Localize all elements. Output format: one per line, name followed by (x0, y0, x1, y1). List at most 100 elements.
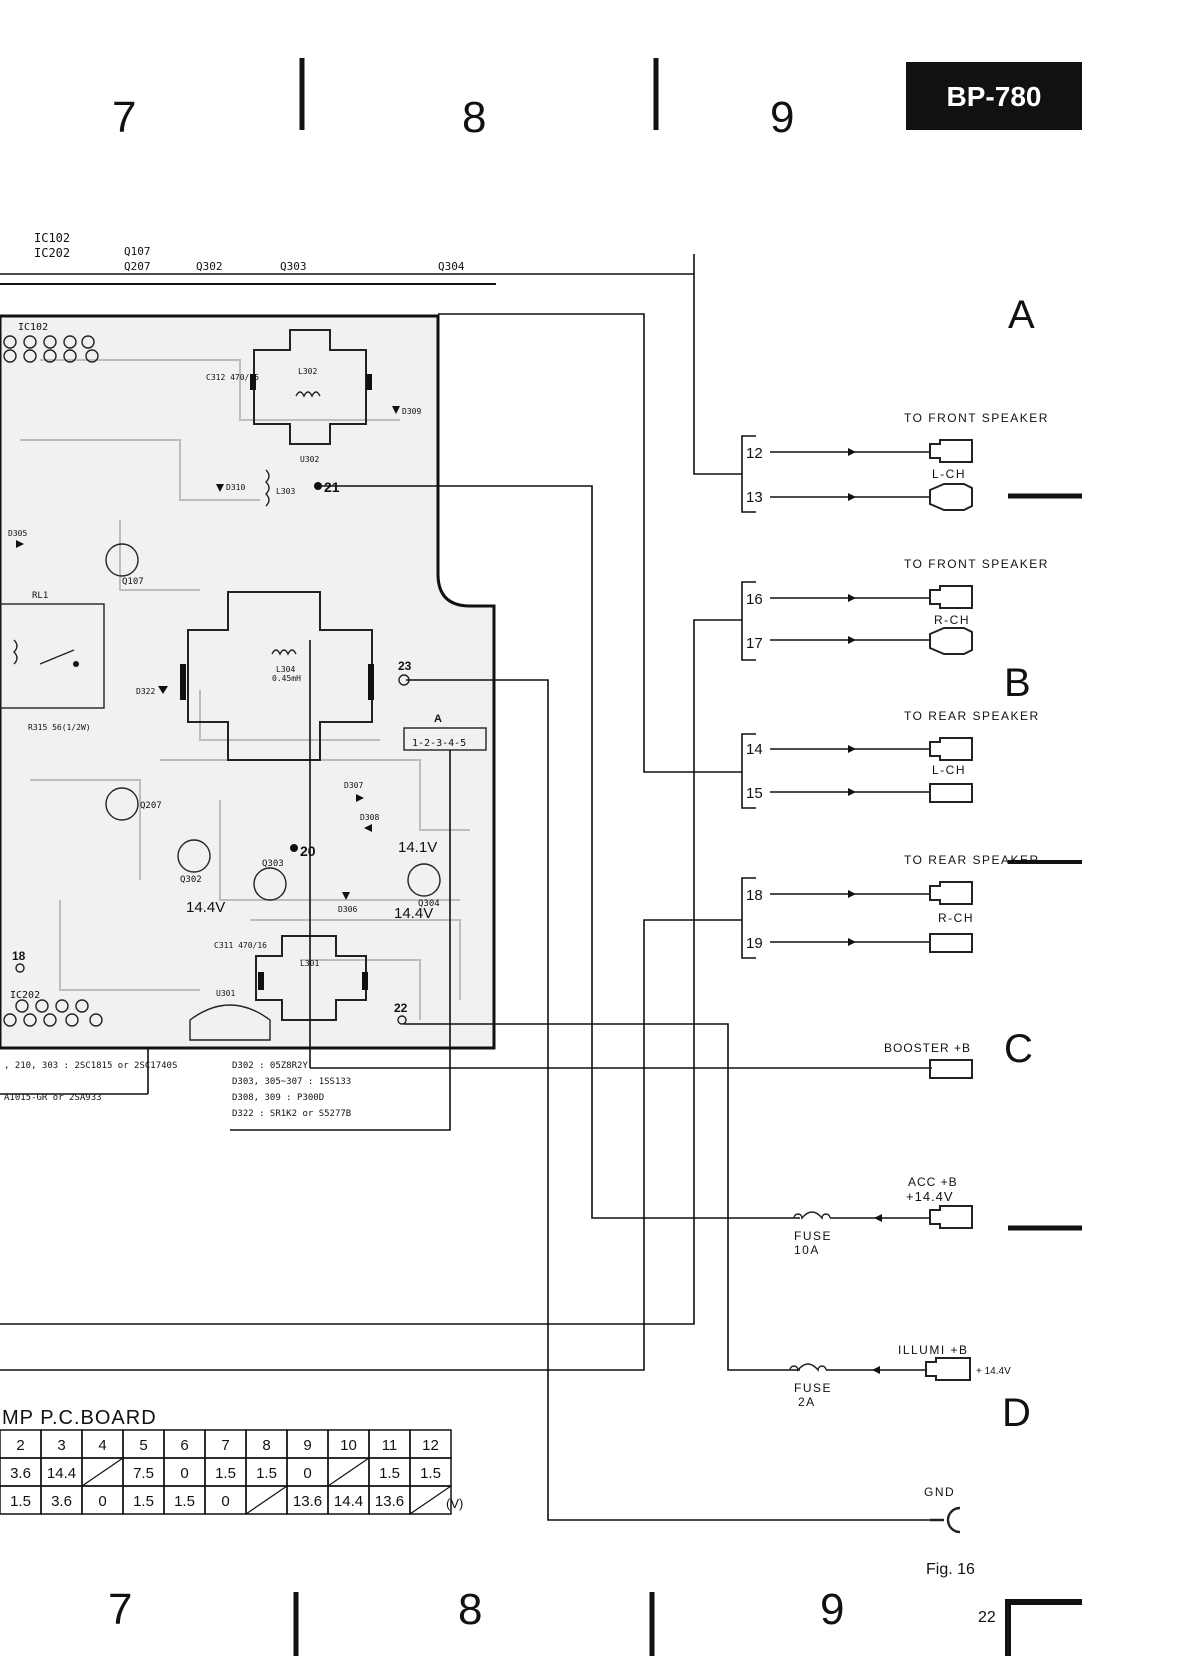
voltage-14-4-right: 14.4V (394, 905, 433, 922)
top-label-ic202: IC202 (34, 246, 70, 260)
rear-r-pin-19: 19 (746, 935, 763, 952)
front-l-channel: L-CH (932, 467, 966, 481)
front-l-pin-12: 12 (746, 445, 763, 462)
grid-col-7-top: 7 (112, 93, 136, 142)
fuse-2a-value: 2A (798, 1395, 816, 1409)
fuse-10a-label: FUSE (794, 1229, 832, 1243)
connector-a-label: A (434, 713, 442, 725)
l302-coil: L302 (250, 329, 372, 445)
ic102-pins: IC102 (3, 322, 99, 363)
note-transistors-2: A1015-GR or 2SA933 (4, 1093, 102, 1103)
table-value-cell: 0 (180, 1465, 188, 1482)
top-label-q207: Q207 (124, 260, 151, 273)
rl1-label: RL1 (32, 591, 48, 601)
table-value-cell: 7.5 (133, 1465, 154, 1482)
model-badge-text: BP-780 (947, 81, 1042, 112)
front-r-pin-17: 17 (746, 635, 763, 652)
table-header-cell: 9 (303, 1437, 311, 1454)
front-l-pin-13: 13 (746, 489, 763, 506)
acc-connector: ACC +B +14.4V FUSE 10A (793, 1175, 973, 1257)
top-label-ic102: IC102 (34, 231, 70, 245)
table-value-cell: 0 (221, 1493, 229, 1510)
front-l-connector: TO FRONT SPEAKER L-CH 12 13 (741, 411, 1049, 513)
illumi-connector: ILLUMI +B FUSE 2A + 14.4V (789, 1343, 1011, 1409)
voltage-14-1: 14.1V (398, 839, 437, 856)
grid-col-8-top: 8 (462, 93, 486, 142)
gnd-label: GND (924, 1485, 955, 1499)
row-marker-d: D (1002, 1391, 1031, 1435)
pc-board (0, 314, 496, 1050)
connector-a-pins: 1-2-3-4-5 (412, 738, 466, 749)
page-number: 22 (978, 1609, 996, 1626)
d306-label: D306 (338, 905, 357, 914)
c311-label: C311 470/16 (214, 941, 267, 950)
front-r-title: TO FRONT SPEAKER (904, 557, 1049, 571)
l302-label: L302 (298, 367, 317, 376)
table-header-cell: 10 (340, 1437, 357, 1454)
l304-value: 0.45mH (272, 674, 301, 683)
tp-21-label: 21 (324, 479, 340, 495)
relay-rl1: RL1 (0, 591, 105, 709)
table-unit: (V) (446, 1496, 463, 1511)
fuse-2a-label: FUSE (794, 1381, 832, 1395)
tp-22-label: 22 (394, 1001, 408, 1015)
l304-label: L304 (276, 665, 295, 674)
row-marker-c: C (1004, 1027, 1033, 1071)
note-d308: D308, 309 : P300D (232, 1093, 324, 1103)
front-l-title: TO FRONT SPEAKER (904, 411, 1049, 425)
tp-23-label: 23 (398, 659, 412, 673)
table-header-cell: 5 (139, 1437, 147, 1454)
l303-coil (265, 469, 270, 507)
r315-label: R315 56(1/2W) (28, 723, 91, 732)
table-empty-slash (409, 1485, 452, 1515)
table-empty-slash (327, 1457, 370, 1487)
table-value-cell: 0 (303, 1465, 311, 1482)
q107-label: Q107 (122, 577, 144, 587)
illumi-voltage: + 14.4V (976, 1366, 1011, 1377)
ic202-pins: IC202 (3, 990, 103, 1027)
q304-label: Q304 (418, 899, 440, 909)
note-d303: D303, 305~307 : 1SS133 (232, 1077, 351, 1087)
table-value-cell: 1.5 (420, 1465, 441, 1482)
table-header-cell: 4 (98, 1437, 106, 1454)
row-marker-b: B (1004, 661, 1031, 705)
table-value-cell: 3.6 (51, 1493, 72, 1510)
table-value-cell: 13.6 (293, 1493, 322, 1510)
illumi-label: ILLUMI +B (898, 1343, 969, 1357)
table-header-cell: 3 (57, 1437, 65, 1454)
q304-transistor: Q304 (407, 863, 441, 909)
fuse-10a-value: 10A (794, 1243, 820, 1257)
rear-r-title: TO REAR SPEAKER (904, 853, 1040, 867)
rear-l-connector: TO REAR SPEAKER L-CH 14 15 (741, 709, 1038, 809)
note-transistors-1: , 210, 303 : 2SC1815 or 2SC1740S (4, 1061, 177, 1071)
grid-col-8-bottom: 8 (458, 1585, 482, 1634)
acc-label: ACC +B (908, 1175, 958, 1189)
board-traces (20, 359, 470, 1020)
front-r-connector: TO FRONT SPEAKER R-CH 16 17 (741, 557, 1049, 661)
table-header-cell: 11 (382, 1437, 398, 1454)
top-label-q302: Q302 (196, 260, 223, 273)
table-header-cell: 12 (422, 1437, 439, 1454)
table-header-cell: 7 (221, 1437, 229, 1454)
table-title: MP P.C.BOARD (2, 1407, 157, 1429)
d309-label: D309 (402, 407, 421, 416)
q207-transistor: Q207 (105, 787, 162, 821)
table-cell-border (409, 1485, 452, 1515)
u301-package (189, 1004, 271, 1041)
table-empty-slash (81, 1457, 124, 1487)
top-label-q107: Q107 (124, 245, 151, 258)
table-value-cell: 0 (98, 1493, 106, 1510)
table-value-cell: 1.5 (174, 1493, 195, 1510)
table-value-cell: 1.5 (215, 1465, 236, 1482)
table-value-cell: 1.5 (133, 1493, 154, 1510)
d307-label: D307 (344, 781, 363, 790)
rear-r-channel: R-CH (938, 911, 974, 925)
gnd-terminal-icon (930, 1506, 961, 1534)
d305-label: D305 (8, 529, 27, 538)
front-r-channel: R-CH (934, 613, 970, 627)
table-header-cell: 6 (180, 1437, 188, 1454)
u301-label: U301 (216, 989, 235, 998)
table-value-cell: 1.5 (379, 1465, 400, 1482)
q303-label: Q303 (262, 859, 284, 869)
